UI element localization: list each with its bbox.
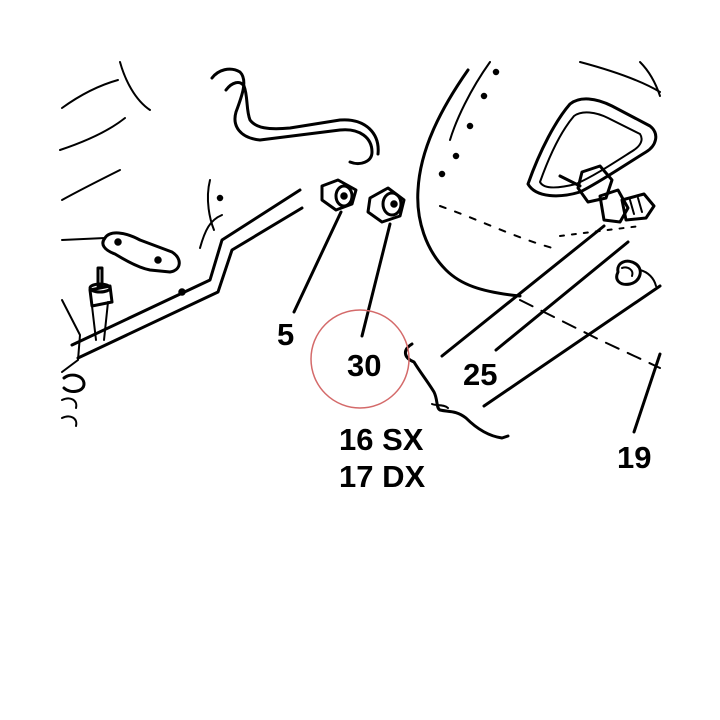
spring-washer [62, 373, 86, 393]
body-contour [206, 67, 380, 231]
leader-line-19 [632, 352, 662, 434]
left-bracket-assembly [59, 61, 304, 427]
body-panel-edge [61, 79, 119, 109]
callout-17-dx: 17 DX [339, 459, 425, 494]
panel-outer-edge [416, 68, 522, 298]
body-panel-edge [59, 117, 126, 151]
callout-25: 25 [463, 357, 497, 392]
part-30-sleeve [366, 186, 406, 224]
panel-rivet [438, 170, 446, 178]
leader-line-5 [292, 210, 343, 314]
spring-coils [61, 397, 78, 427]
stud-top [88, 282, 112, 294]
bracket-hole [178, 288, 186, 296]
panel-top-edge [639, 61, 661, 97]
part-25-connector [558, 164, 656, 224]
part-5-bolt [320, 178, 358, 212]
panel-rim [449, 61, 491, 141]
spring-clip [615, 259, 642, 286]
panel-rivet [480, 92, 488, 100]
right-spring-part [615, 259, 657, 287]
plate-hole [154, 256, 162, 264]
plate-hole [114, 238, 122, 246]
sleeve-face [381, 191, 403, 217]
spring-clip-inner [621, 266, 634, 277]
body-panel-edge [61, 169, 121, 201]
leader-line-30 [360, 222, 392, 338]
sleeve-body [366, 186, 406, 224]
bolt-head [320, 178, 358, 212]
body-contour-outer [210, 67, 374, 166]
body-contour-edge [206, 179, 215, 231]
stud-lines [91, 301, 109, 341]
callout-16-sx: 16 SX [339, 422, 424, 457]
part-16-17-cable [404, 342, 510, 440]
panel-rivet [452, 152, 460, 160]
leader-line-16-17 [482, 284, 662, 408]
bolt-face [334, 184, 354, 208]
link-plate [101, 231, 181, 274]
highlight-circle [310, 309, 410, 409]
callout-5: 5 [277, 317, 294, 352]
connector-body [576, 164, 614, 204]
callout-30: 30 [347, 348, 381, 383]
bolt-center [340, 192, 348, 200]
bracket-rod-lower [76, 206, 304, 360]
bracket-hole [216, 194, 224, 202]
spring-tail [639, 269, 657, 287]
callout-19: 19 [617, 440, 651, 475]
bracket-bend [199, 214, 223, 249]
body-panel-edge [119, 61, 151, 111]
centerline [519, 299, 661, 369]
stud-nut [88, 284, 114, 308]
leader-line-25a [440, 224, 606, 358]
cable-kink [431, 403, 449, 409]
link-rod [61, 237, 106, 241]
hidden-line [439, 205, 561, 251]
leader-line-25b [494, 240, 630, 352]
stud-shaft [96, 266, 104, 288]
panel-rivet [492, 68, 500, 76]
body-contour-inner [224, 81, 380, 156]
bracket-rod-upper [70, 188, 302, 347]
connector-nut [620, 192, 656, 222]
sleeve-center [390, 200, 398, 208]
connector-stem [558, 174, 582, 188]
panel-rivet [466, 122, 474, 130]
nut-threads [629, 197, 643, 215]
lower-bracket-edge [61, 299, 81, 373]
panel-top-edge [579, 61, 661, 93]
